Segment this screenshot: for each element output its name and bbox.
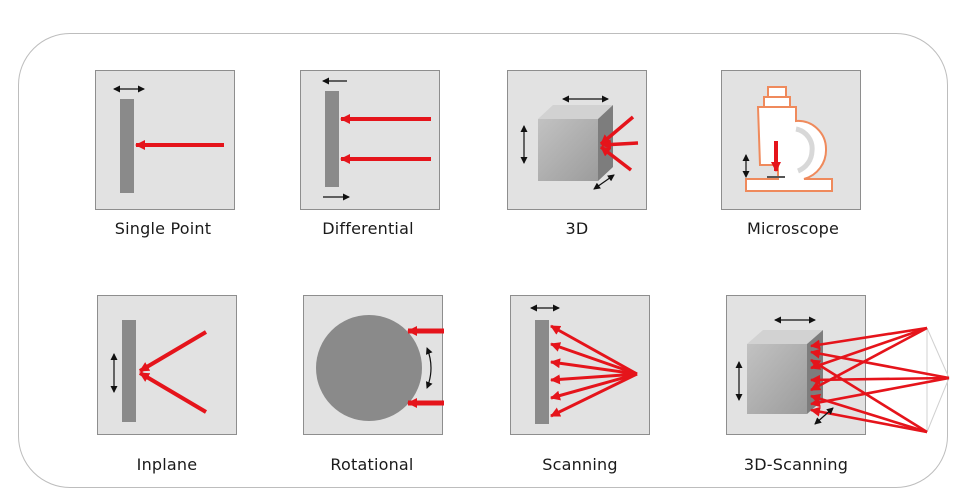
single-point-tile bbox=[95, 70, 235, 210]
microscope-icon bbox=[742, 86, 833, 192]
differential-tile bbox=[300, 70, 440, 210]
technique-label: Differential bbox=[322, 219, 414, 238]
technique-label: 3D bbox=[565, 219, 589, 238]
rotational-tile bbox=[303, 295, 444, 435]
single-point-icon bbox=[113, 85, 224, 193]
technique-label: Microscope bbox=[747, 219, 839, 238]
diagram-frame bbox=[18, 33, 948, 488]
3d-cube-icon bbox=[520, 95, 639, 190]
3d-scanning-tile bbox=[726, 295, 950, 435]
inplane-tile bbox=[97, 295, 237, 435]
technique-label: Rotational bbox=[330, 455, 414, 474]
3d-tile bbox=[507, 70, 647, 210]
3d-scanning-icon bbox=[735, 316, 950, 434]
scanning-tile bbox=[510, 295, 650, 435]
differential-icon bbox=[322, 77, 431, 201]
technique-label: Single Point bbox=[114, 219, 212, 238]
technique-label: Scanning bbox=[542, 455, 618, 474]
technique-label: 3D-Scanning bbox=[743, 455, 849, 474]
technique-label: Inplane bbox=[136, 455, 198, 474]
microscope-tile bbox=[721, 70, 861, 210]
inplane-icon bbox=[110, 320, 208, 422]
rotational-disc-icon bbox=[316, 315, 444, 421]
scanning-icon bbox=[530, 304, 638, 424]
